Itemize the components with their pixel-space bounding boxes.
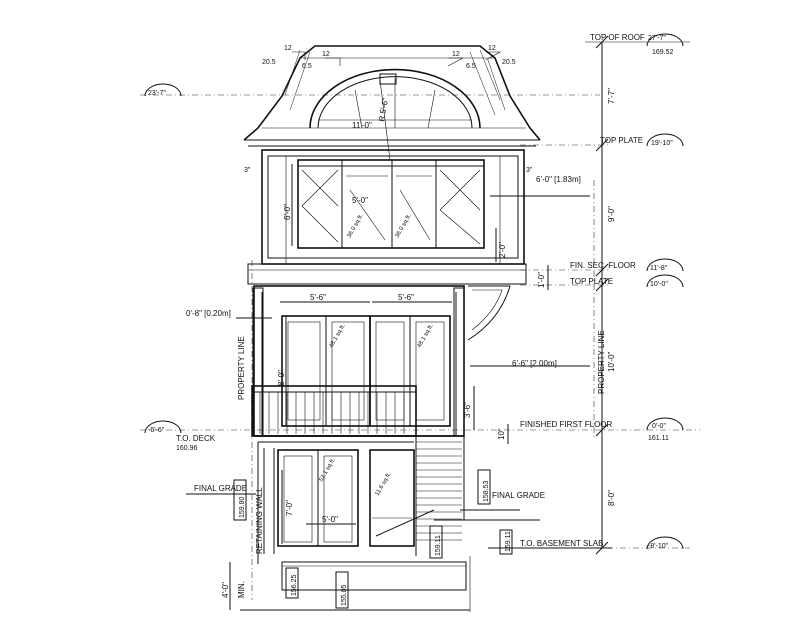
dimension-lines [229, 35, 609, 610]
vdim-roof: 7'-7" [607, 88, 616, 104]
level-label-to-basement-slab: T.O. BASEMENT SLAB [520, 539, 603, 548]
label-final-grade-left: FINAL GRADE [194, 484, 247, 493]
vdim-window-sill: 2'-0" [498, 242, 507, 258]
level-label-fin-sec-floor: FIN. SEC. FLOOR [570, 261, 636, 270]
hdim-basement-door-width: 5'-0" [322, 515, 338, 524]
hdim-door-width-right: 5'-6" [398, 293, 414, 302]
pitch-rise-right: 20.5 [502, 59, 516, 66]
level-dim-left-roof: 23'-7" [148, 90, 166, 97]
pitch-rise-left: 20.5 [262, 59, 276, 66]
railing-balusters [259, 392, 405, 434]
drawing-text: TOP OF ROOF 27'-7" 169.52 TOP PLATE 19'-… [148, 33, 674, 606]
vdim-main-wall: 10'-0" [607, 351, 616, 372]
hdim-upper-window-width: 5'-0" [352, 196, 368, 205]
pitch-rise-mid-left: 6.5 [302, 63, 312, 70]
pitch-run-right: 12 [488, 45, 496, 52]
label-final-grade-right: FINAL GRADE [492, 491, 545, 500]
hdim-upper-setback: 6'-0" [1.83m] [536, 175, 581, 184]
label-property-line-right: PROPERTY LINE [597, 330, 606, 394]
main-floor [251, 285, 511, 437]
level-label-finished-first-floor: FINISHED FIRST FLOOR [520, 420, 613, 429]
vdim-basement: 8'-0" [607, 490, 616, 506]
level-dim-top-plate-upper: 19'-10" [651, 140, 673, 147]
area-basement-door-left: 52.1 sq.ft. [319, 457, 338, 483]
dim-eave-left: 3" [244, 167, 251, 174]
exterior-stairs [416, 441, 462, 541]
hdim-door-width-left: 5'-6" [310, 293, 326, 302]
hdim-main-setback: 6'-6" [2.00m] [512, 359, 557, 368]
hdim-arch-radius: R 5'-6" [377, 97, 390, 122]
label-property-line-left: PROPERTY LINE [237, 336, 246, 400]
vdim-door-main: 8'-0" [277, 370, 286, 386]
level-dim-top-plate-lower: 10'-0" [650, 281, 668, 288]
level-dim-top-of-roof: 27'-7" [648, 35, 666, 42]
vdim-step: 10" [497, 428, 506, 440]
pitch-rise-mid-right: 6.5 [466, 63, 476, 70]
mansard-roof [243, 45, 541, 147]
level-label-top-plate-lower: TOP PLATE [570, 277, 613, 286]
grade-tag-stair-bottom: 159.11 [435, 535, 442, 556]
level-label-to-deck: T.O. DECK [176, 434, 216, 443]
level-elev-top-of-roof: 169.52 [652, 49, 674, 56]
level-dim-fin-sec-floor: 11'-8" [650, 265, 668, 272]
level-dim-to-basement-slab: -8'-10" [648, 543, 669, 550]
vdim-guard: 3'-6" [463, 402, 472, 418]
label-retaining-wall: RETAINING WALL [255, 487, 264, 554]
area-door-right: 48.1 sq.ft. [417, 323, 436, 349]
pitch-run-left: 12 [284, 45, 292, 52]
vdim-upper-wall: 9'-0" [607, 206, 616, 222]
pitch-run-mid-right: 12 [452, 51, 460, 58]
vdim-window-upper: 6'-0" [283, 204, 292, 220]
level-label-top-of-roof: TOP OF ROOF [590, 33, 645, 42]
property-lines [251, 180, 595, 600]
hdim-left-offset: 0'-8" [0.20m] [186, 309, 231, 318]
hdim-arch-width: 11'-0" [352, 121, 372, 130]
grade-tag-boxes [233, 469, 513, 609]
grade-tag-right-slab: 159.11 [505, 531, 512, 552]
level-lines [140, 41, 700, 549]
level-dim-finished-first-floor: 0'-0" [652, 423, 666, 430]
area-door-left: 48.1 sq.ft. [329, 323, 348, 349]
area-basement-window: 11.6 sq.ft. [375, 471, 393, 497]
grade-tag-right: 158.53 [483, 480, 490, 502]
level-elev-finished-first-floor: 161.11 [648, 435, 669, 442]
area-upper-window-left: 36.0 sq.ft. [347, 213, 366, 239]
grade-tag-bottom-left: 156.25 [291, 574, 298, 596]
level-elev-to-deck: 160.96 [176, 445, 198, 452]
vdim-door-basement: 7'-0" [285, 500, 294, 516]
grade-tag-bottom-mid: 155.05 [341, 584, 348, 606]
dim-eave-right: 3" [526, 167, 533, 174]
basement [186, 435, 612, 612]
vdim-floor-depth: 1'-0" [537, 272, 546, 288]
upper-floor [247, 149, 527, 285]
label-min: MIN. [237, 581, 246, 598]
grade-tag-left: 159.80 [239, 496, 246, 518]
area-upper-window-right: 36.0 sq.ft. [395, 213, 414, 239]
level-label-top-plate-upper: TOP PLATE [600, 136, 643, 145]
vdim-footing: 4'-0" [221, 582, 230, 598]
level-dim-to-deck: -6'-6" [148, 427, 165, 434]
pitch-run-mid-left: 12 [322, 51, 330, 58]
level-bubbles [144, 33, 684, 550]
